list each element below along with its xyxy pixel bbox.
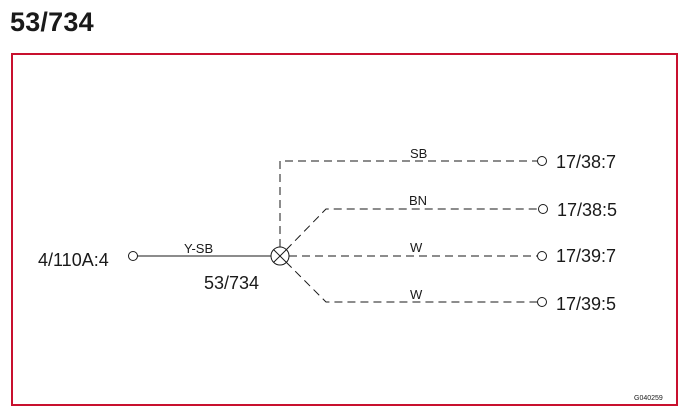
diagram-frame <box>11 53 678 406</box>
branch-wire-2 <box>285 208 538 251</box>
branch-2-wire-color: BN <box>409 193 427 208</box>
splice-label: 53/734 <box>204 273 259 293</box>
branch-3-terminal[interactable] <box>537 251 547 261</box>
branch-1-terminal[interactable] <box>537 156 547 166</box>
source-connector-terminal[interactable] <box>128 251 138 261</box>
branch-4-terminal[interactable] <box>537 297 547 307</box>
branch-wire-1 <box>279 160 537 247</box>
source-connector-label: 4/110A:4 <box>38 250 109 270</box>
branch-1-terminal-label: 17/38:7 <box>556 152 616 172</box>
branch-2-terminal[interactable] <box>538 204 548 214</box>
splice-node[interactable] <box>270 246 290 266</box>
branch-wire-4 <box>285 261 537 303</box>
branch-3-wire-color: W <box>410 240 423 255</box>
page-title: 53/734 <box>10 7 94 37</box>
branch-3-terminal-label: 17/39:7 <box>556 246 616 266</box>
branch-4-wire-color: W <box>410 287 423 302</box>
branch-4-terminal-label: 17/39:5 <box>556 294 616 314</box>
source-wire-color-label: Y-SB <box>184 241 213 256</box>
branch-2-terminal-label: 17/38:5 <box>557 200 617 220</box>
branch-1-wire-color: SB <box>410 146 427 161</box>
figure-code: G040259 <box>634 395 663 402</box>
